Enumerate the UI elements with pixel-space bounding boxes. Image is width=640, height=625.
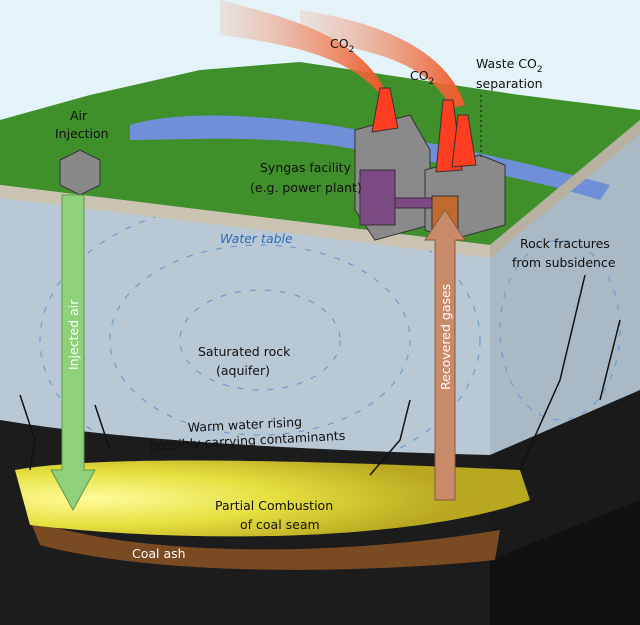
soil-strip-right (490, 120, 640, 258)
coal-ash-label: Coal ash (132, 546, 186, 561)
recovered-gases-label: Recovered gases (438, 284, 453, 390)
recovered-gases-arrow (424, 209, 466, 501)
warm-water-label-1: Warm water rising (187, 414, 302, 435)
air-label-2: Injection (55, 126, 109, 141)
syngas-label-2: (e.g. power plant) (250, 180, 362, 195)
water-table-label: Water table (220, 231, 293, 246)
combustion-label-1: Partial Combustion (215, 498, 333, 513)
storage-tank (359, 169, 396, 226)
air-injector-box (59, 149, 101, 196)
saturated-label-2: (aquifer) (216, 363, 270, 378)
co2-label-1: CO2 (330, 36, 354, 55)
co2-plume-2 (300, 10, 465, 108)
soil-strip (0, 185, 490, 258)
fractures-label-1: Rock fractures (520, 236, 610, 251)
saturated-label-1: Saturated rock (198, 344, 291, 359)
smokestack-1 (371, 87, 399, 133)
air-label-1: Air (70, 108, 88, 123)
waste-co2-label: Waste CO2 (476, 56, 543, 75)
co2-plume-1 (220, 0, 385, 92)
separation-label: separation (476, 76, 543, 91)
coal-ash (30, 520, 500, 570)
smokestack-3 (451, 114, 477, 168)
rock-fractures (19, 274, 621, 476)
coal-seam (15, 460, 530, 537)
fractures-label-2: from subsidence (512, 255, 616, 270)
gas-pipe (394, 197, 436, 209)
combustion-label-2: of coal seam (240, 517, 320, 532)
injected-air-label: Injected air (66, 299, 81, 370)
injected-air-arrow (50, 194, 96, 512)
river (130, 115, 610, 200)
right-ash-face (490, 500, 640, 625)
co2-label-2: CO2 (410, 68, 434, 87)
syngas-label-1: Syngas facility (260, 160, 352, 175)
